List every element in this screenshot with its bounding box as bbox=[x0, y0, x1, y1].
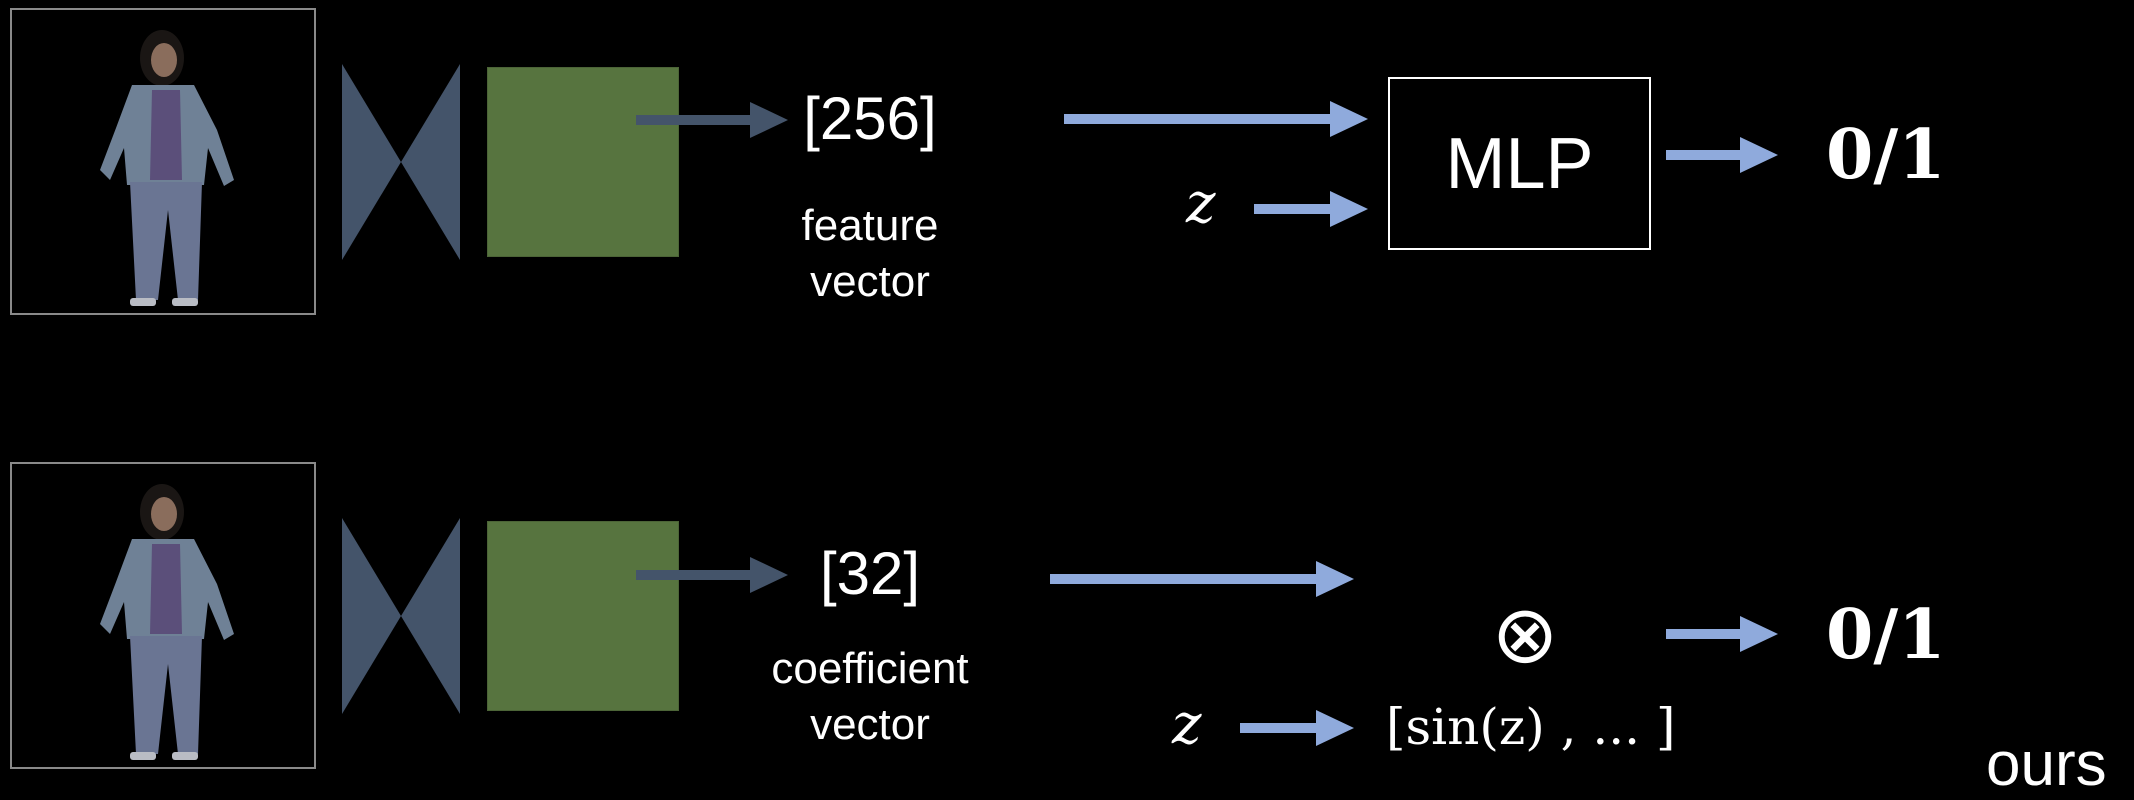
vector-caption-line1: feature bbox=[801, 201, 939, 250]
output-label-bottom: 0/1 bbox=[1826, 595, 1946, 675]
encoder-bowtie-icon-bottom bbox=[342, 518, 460, 714]
encoder-bowtie-icon-top bbox=[342, 64, 460, 260]
vector-size-label-bottom: [32] bbox=[819, 540, 921, 607]
person-figure-icon bbox=[100, 30, 234, 306]
person-image-top bbox=[10, 8, 316, 315]
vector-caption-bottom: coefficient vector bbox=[720, 641, 1020, 753]
basis-expression: [sin(z) , ... ] bbox=[1386, 698, 1676, 756]
mlp-label: MLP bbox=[1445, 123, 1594, 204]
feature-map-block-bottom bbox=[487, 521, 679, 711]
arrow-operator-to-output bbox=[1666, 616, 1778, 652]
arrow-feature-to-vector-top bbox=[636, 102, 788, 138]
vector-caption-line2: vector bbox=[810, 700, 930, 749]
output-label-top: 0/1 bbox=[1826, 115, 1946, 195]
arrow-z-to-basis bbox=[1240, 710, 1354, 746]
arrow-feature-to-vector-bottom bbox=[636, 557, 788, 593]
operator-symbol: ⊗ bbox=[1491, 590, 1559, 679]
vector-caption-line2: vector bbox=[810, 257, 930, 306]
vector-caption-top: feature vector bbox=[740, 198, 1000, 310]
mlp-box: MLP bbox=[1388, 77, 1651, 250]
z-symbol-bottom: z bbox=[1172, 692, 1202, 757]
arrow-z-to-mlp bbox=[1254, 191, 1368, 227]
z-symbol-top: z bbox=[1186, 171, 1216, 236]
vector-size-label-top: [256] bbox=[803, 85, 937, 152]
vector-caption-line1: coefficient bbox=[771, 644, 969, 693]
arrow-mlp-to-output bbox=[1666, 137, 1778, 173]
arrow-vector-to-mlp bbox=[1064, 101, 1368, 137]
arrow-vector-to-operator bbox=[1050, 561, 1354, 597]
person-image-bottom bbox=[10, 462, 316, 769]
person-figure-icon bbox=[100, 484, 234, 760]
feature-map-block-top bbox=[487, 67, 679, 257]
corner-label-ours: ours bbox=[1986, 730, 2107, 799]
